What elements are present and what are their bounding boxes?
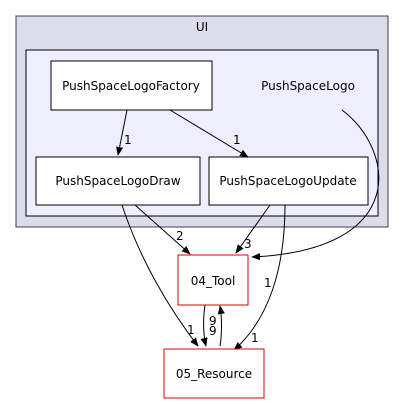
node-pushspacelogofactory[interactable]: PushSpaceLogoFactory [50,60,213,111]
edge-factory-to-draw [116,109,128,156]
edge-label-resource-tool: 9 [209,324,217,338]
edge-label-draw-resource: 1 [187,323,195,337]
node-pushspacelogofactory-label: PushSpaceLogoFactory [62,79,200,93]
edge-factory-to-update [169,109,249,158]
edge-draw-to-resource [121,204,199,347]
cluster-ui-label: UI [196,20,208,34]
node-04-tool-label: 04_Tool [191,274,236,288]
edge-label-factory-update: 1 [233,133,241,147]
edges [116,109,380,351]
edge-pushspacelogo-to-tool [251,109,380,261]
edge-label-update-tool: 3 [244,237,252,251]
edge-resource-to-tool [217,305,225,347]
node-pushspacelogodraw-label: PushSpaceLogoDraw [55,174,180,188]
node-05-resource[interactable]: 05_Resource [163,348,265,399]
edge-label-tool-resource: 9 [209,314,217,328]
node-pushspacelogoupdate[interactable]: PushSpaceLogoUpdate [208,156,369,206]
edge-label-update-resource: 1 [251,331,259,345]
node-pushspacelogoupdate-label: PushSpaceLogoUpdate [219,174,356,188]
node-05-resource-label: 05_Resource [176,367,252,381]
node-pushspacelogodraw[interactable]: PushSpaceLogoDraw [35,156,201,206]
edge-label-pushspacelogo-tool: 1 [264,276,272,290]
edge-draw-to-tool [134,204,191,255]
edge-update-to-resource [233,204,286,351]
cluster-pushspacelogo-label: PushSpaceLogo [261,79,355,93]
edge-update-to-tool [235,204,271,254]
edge-labels: 1 1 2 1 3 1 1 9 9 [124,133,272,345]
edge-label-factory-draw: 1 [124,133,132,147]
edge-tool-to-resource [200,304,208,347]
edge-label-draw-tool: 2 [176,229,184,243]
node-04-tool[interactable]: 04_Tool [177,254,249,306]
